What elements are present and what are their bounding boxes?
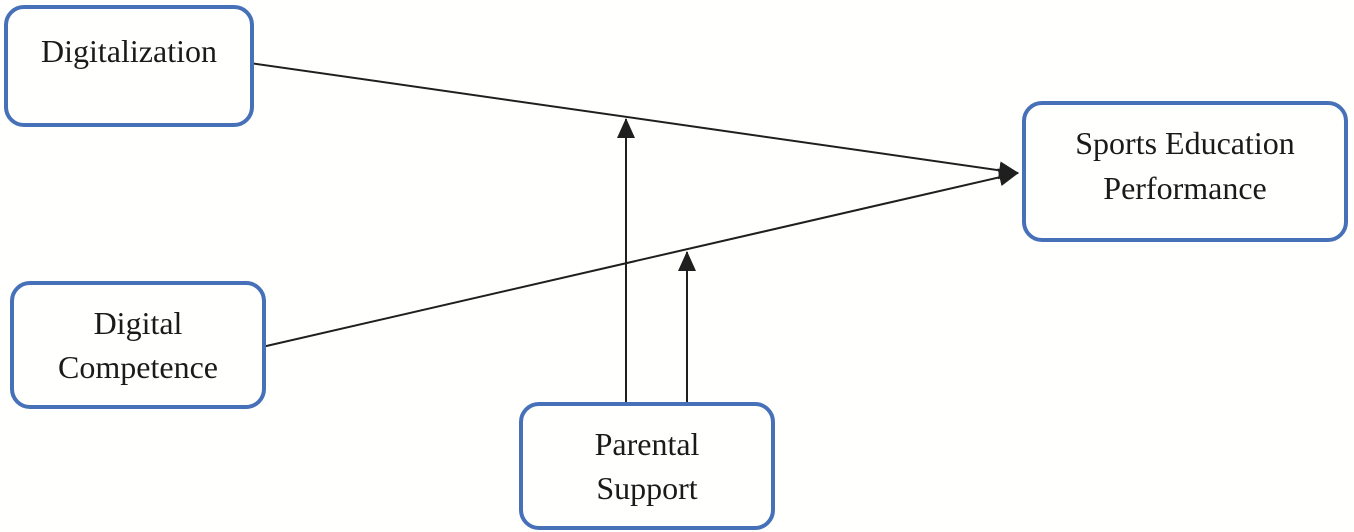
node-parental-support-label: Parental Support (594, 425, 700, 506)
node-digitalization-label: Digitalization (41, 33, 217, 69)
node-digital-competence: Digital Competence (10, 281, 266, 409)
node-sports-education-performance: Sports Education Performance (1022, 101, 1348, 242)
node-digital-competence-label: Digital Competence (58, 304, 218, 385)
edge-digital-competence-to-performance (261, 168, 1019, 348)
node-digitalization: Digitalization (4, 5, 254, 127)
edge-digitalization-to-performance (249, 62, 1019, 180)
node-parental-support: Parental Support (519, 402, 775, 530)
node-sports-education-performance-label: Sports Education Performance (1075, 125, 1295, 206)
